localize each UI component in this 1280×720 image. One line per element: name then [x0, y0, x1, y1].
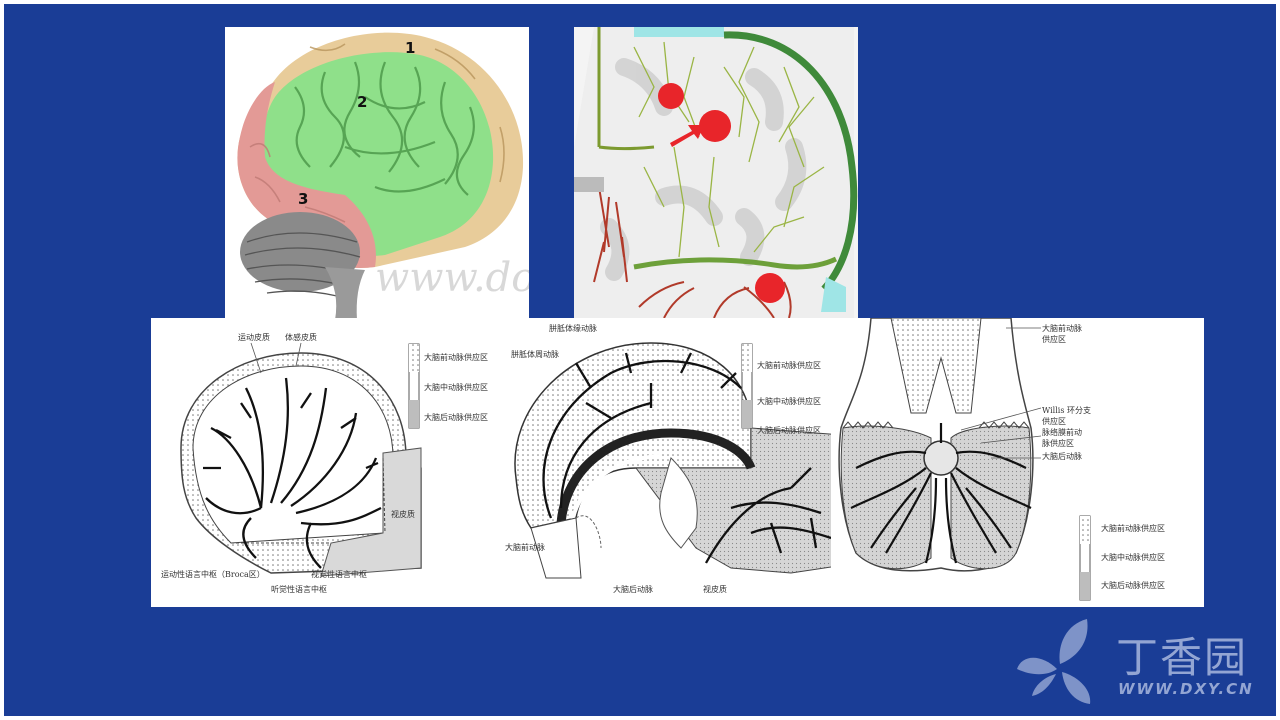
legend-aca-medial: 大脑前动脉供应区 [757, 361, 821, 370]
coronal-vessel-illustration [574, 27, 858, 318]
lateral-brain-photo: 1 2 3 www.do [225, 27, 529, 320]
label-posterior-cerebral-artery: 大脑后动脉 [613, 585, 653, 594]
legend-aca-basal: 大脑前动脉供应区 [1101, 524, 1165, 533]
coronal-section-image [574, 27, 858, 318]
marker-dot-center [699, 110, 731, 142]
region-label-3: 3 [298, 190, 309, 208]
legend-mca-medial: 大脑中动脉供应区 [757, 397, 821, 406]
label-anterior-cerebral-artery: 大脑前动脉 [505, 543, 545, 552]
lateral-territory-diagram [180, 342, 422, 577]
label-visual-cortex-lateral: 视皮质 [391, 510, 415, 519]
label-visual-cortex-medial: 视皮质 [703, 585, 727, 594]
medial-territory-diagram [514, 342, 831, 579]
lateral-brain-illustration [225, 32, 524, 320]
label-anterior-choroidal: 脉络膜前动 [1042, 428, 1082, 437]
legend-pca-basal: 大脑后动脉供应区 [1101, 581, 1165, 590]
vascular-territory-diagrams: 运动皮质 体感皮质 大脑前动脉供应区 大脑中动脉供应区 大脑后动脉供应区 视皮质… [151, 318, 1204, 607]
dxy-url-text: WWW.DXY.CN [1118, 680, 1254, 698]
label-pca-basal: 大脑后动脉 [1042, 452, 1082, 461]
label-choroidal-supply: 脉供应区 [1042, 439, 1074, 448]
marker-dot-upper-left [658, 83, 684, 109]
dxy-brand-text: 丁香园 [1116, 633, 1249, 682]
legend-mca-basal: 大脑中动脉供应区 [1101, 553, 1165, 562]
dxy-logo-icon [1017, 619, 1091, 704]
legend-mca-lateral: 大脑中动脉供应区 [424, 383, 488, 392]
label-supply-area-2: 供应区 [1042, 417, 1066, 426]
label-visual-language: 视觉性语言中枢 [311, 570, 367, 579]
label-auditory-language: 听觉性语言中枢 [271, 585, 327, 594]
label-aca-supply-basal: 大脑前动脉 [1042, 324, 1082, 333]
marker-dot-bottom [755, 273, 785, 303]
legend-aca-lateral: 大脑前动脉供应区 [424, 353, 488, 362]
label-callosomarginal-artery: 胼胝体缘动脉 [549, 324, 597, 333]
label-broca: 运动性语言中枢（Broca区） [161, 570, 265, 579]
pointer-arrow [670, 125, 704, 147]
image-watermark: www.do [375, 255, 529, 301]
region-label-1: 1 [405, 39, 416, 57]
label-sensory-cortex: 体感皮质 [285, 333, 317, 342]
label-willis-branch: Willis 环分支 [1042, 406, 1091, 415]
region-label-2: 2 [357, 93, 368, 111]
label-motor-cortex: 运动皮质 [238, 333, 270, 342]
legend-pca-medial: 大脑后动脉供应区 [757, 426, 821, 435]
label-supply-area-1: 供应区 [1042, 335, 1066, 344]
legend-pca-lateral: 大脑后动脉供应区 [424, 413, 488, 422]
basal-territory-diagram [838, 318, 1091, 601]
label-pericallosal-artery: 胼胝体周动脉 [511, 350, 559, 359]
